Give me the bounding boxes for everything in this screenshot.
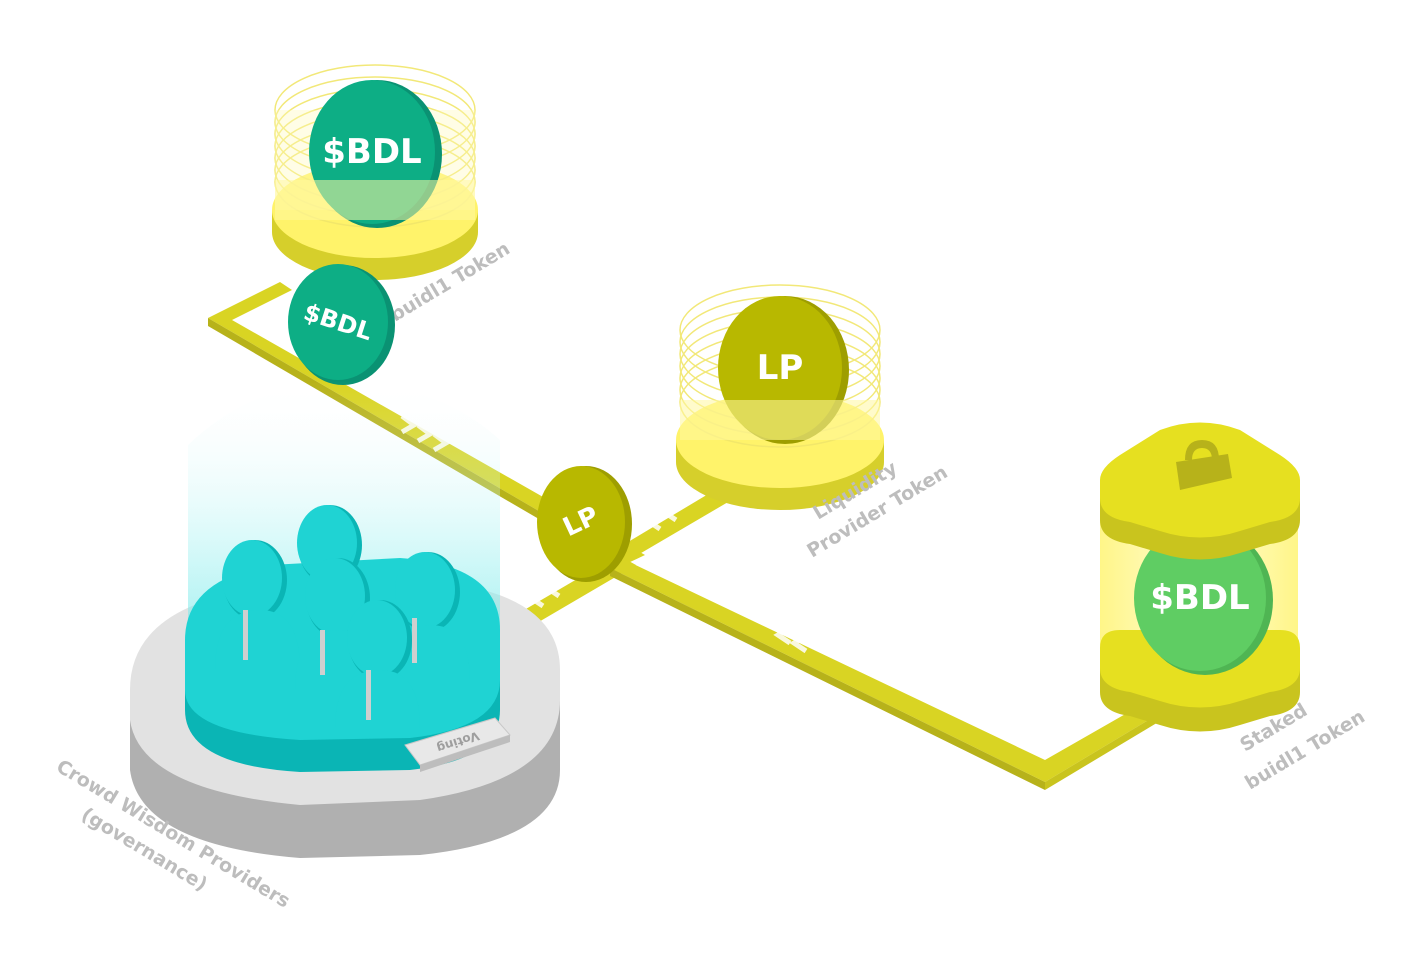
staked-sbdl-label: $BDL — [1150, 578, 1249, 618]
moving-lp-coin: LP — [537, 466, 632, 582]
people-group-icon — [215, 505, 470, 728]
lock-icon — [1176, 440, 1232, 490]
lp-coin-label: LP — [757, 348, 804, 388]
track-staked-branch — [610, 560, 1165, 782]
top-sbdl-label: $BDL — [322, 132, 421, 172]
lp-token-stack: LP — [676, 284, 884, 510]
top-token-stack: $BDL — [272, 64, 478, 280]
moving-sbdl-coin: $BDL — [288, 264, 395, 385]
staked-lock-stack: $BDL — [1100, 422, 1300, 732]
governance-platform: Voting — [130, 380, 560, 858]
